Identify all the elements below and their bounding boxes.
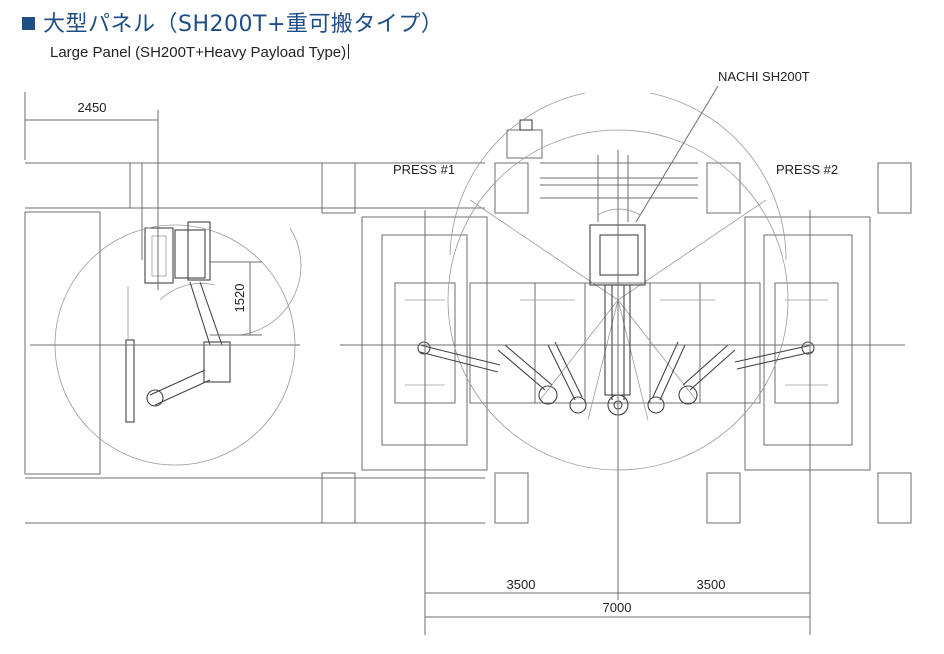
page-title-en: Large Panel (SH200T+Heavy Payload Type): [50, 44, 443, 61]
conveyor: [506, 119, 698, 222]
dim-pitch-right: 3500: [697, 577, 726, 592]
title-block: 大型パネル（SH200T+重可搬タイプ） Large Panel (SH200T…: [22, 6, 443, 61]
dim-side-width: 2450: [78, 100, 107, 115]
plan-dimensions: 3500 3500 7000: [425, 577, 810, 618]
title-jp-text: 大型パネル（SH200T+重可搬タイプ）: [43, 12, 444, 37]
side-frame: [24, 162, 485, 524]
press-frames: [321, 162, 912, 524]
side-view: 2450 1520: [24, 92, 485, 524]
reach-envelope: [447, 92, 789, 471]
plan-view: 3500 3500 7000 NACHI SH200T PRESS #1 PRE…: [321, 69, 912, 635]
label-robot-model: NACHI SH200T: [718, 69, 810, 84]
side-dimensions: 2450 1520: [24, 92, 300, 346]
panel-tables: [394, 282, 839, 404]
plan-labels: NACHI SH200T PRESS #1 PRESS #2: [393, 69, 838, 223]
dim-pitch-total: 7000: [603, 600, 632, 615]
dim-pitch-left: 3500: [507, 577, 536, 592]
title-en-text: Large Panel (SH200T+Heavy Payload Type): [50, 44, 347, 61]
square-bullet-icon: [22, 17, 35, 30]
plan-centerlines: [340, 150, 905, 635]
label-press-1: PRESS #1: [393, 162, 455, 177]
dim-side-height: 1520: [232, 284, 247, 313]
text-caret: [348, 44, 350, 59]
page-title-jp: 大型パネル（SH200T+重可搬タイプ）: [22, 6, 443, 38]
label-press-2: PRESS #2: [776, 162, 838, 177]
robot-arm-sweep: [417, 341, 815, 414]
